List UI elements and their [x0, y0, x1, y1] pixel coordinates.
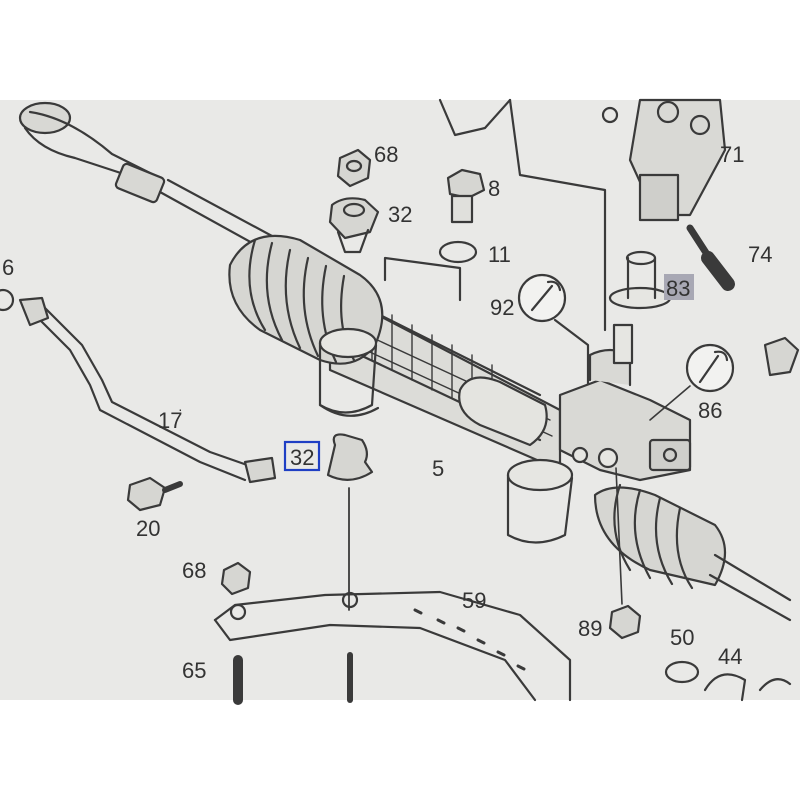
callout-5: 5	[432, 456, 444, 481]
ring-50	[664, 660, 700, 684]
callout-frame-lines	[383, 98, 607, 397]
clamp-44	[703, 673, 792, 702]
callout-59: 59	[462, 588, 486, 613]
callout-32-top: 32	[388, 202, 412, 227]
callout-8: 8	[488, 176, 500, 201]
callout-83: 83	[666, 276, 690, 301]
callout-74: 74	[748, 242, 772, 267]
pump-assembly	[601, 98, 727, 222]
callout-68-top: 68	[374, 142, 398, 167]
nut-68-top	[336, 148, 372, 188]
callout-65: 65	[182, 658, 206, 683]
nut-89	[608, 467, 642, 640]
callout-71: 71	[720, 142, 744, 167]
callout-20: 20	[136, 516, 160, 541]
hydraulic-line-17	[0, 288, 277, 484]
nut-68-bottom	[220, 561, 252, 596]
mount-bushing-left	[318, 327, 380, 417]
callout-86: 86	[698, 398, 722, 423]
callout-11: 11	[488, 242, 511, 267]
callout-17: 17	[158, 408, 182, 433]
callout-32-highlighted: 32	[290, 445, 314, 470]
dot-marker: ·	[178, 401, 183, 417]
sleeve-83	[608, 250, 672, 310]
banjo-bolt-8	[446, 168, 486, 224]
tie-rod-left	[18, 101, 274, 252]
bolt-74	[686, 224, 735, 291]
bushing-32-lower	[326, 433, 374, 611]
crossmember-59	[213, 590, 572, 702]
fitting-right	[763, 336, 800, 377]
callout-68-bottom: 68	[182, 558, 206, 583]
rack-housing	[328, 288, 562, 472]
bolt-65	[233, 652, 353, 705]
seal-ring-11	[438, 240, 478, 264]
label-shade-83	[664, 274, 694, 300]
valve-body	[558, 323, 692, 482]
callout-89: 89	[578, 616, 602, 641]
bushing-32-top	[328, 197, 380, 254]
mount-clamp-right	[506, 458, 574, 544]
symbol-circle-86	[649, 343, 735, 421]
bolt-20	[126, 476, 183, 512]
callout-50: 50	[670, 625, 694, 650]
highlight-box-32	[283, 440, 321, 472]
callout-92: 92	[490, 295, 514, 320]
callout-6: 6	[2, 255, 14, 280]
callout-44: 44	[718, 644, 742, 669]
symbol-circle-92	[517, 273, 567, 323]
